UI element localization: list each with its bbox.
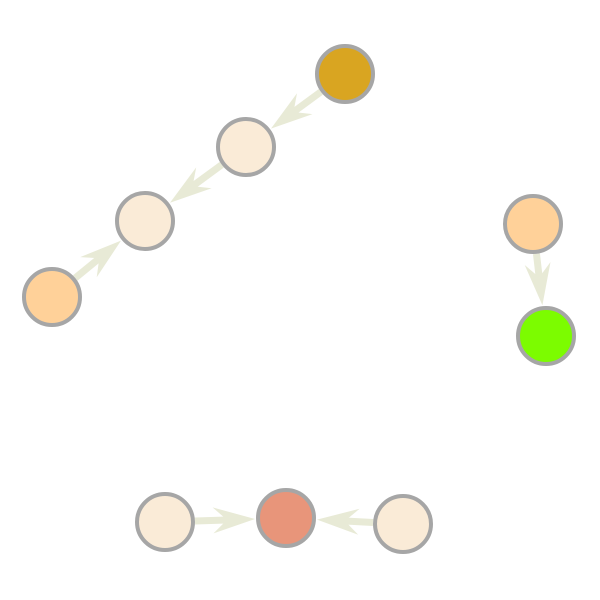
node-n4 [22, 267, 82, 327]
edge-line [344, 517, 374, 526]
arrowhead [524, 262, 551, 306]
edge-line [532, 253, 543, 278]
edges-layer [73, 88, 551, 535]
arrowhead [212, 507, 255, 534]
node-n6 [516, 306, 576, 366]
nodes-layer [22, 44, 576, 554]
edge-line [291, 88, 323, 115]
edge-line [190, 161, 224, 189]
node-n7 [135, 492, 195, 552]
node-n2 [216, 117, 276, 177]
edge-n4-n3 [73, 240, 121, 281]
node-n8 [256, 488, 316, 548]
edge-n7-n8 [194, 507, 255, 534]
node-n9 [373, 494, 433, 554]
arrowhead [317, 508, 360, 535]
node-n1 [315, 44, 375, 104]
arrowhead [80, 240, 121, 278]
edge-line [194, 516, 228, 525]
node-n3 [115, 191, 175, 251]
node-n5 [503, 194, 563, 254]
edge-line [73, 255, 102, 281]
edge-n2-n3 [170, 161, 224, 203]
arrowhead [271, 93, 313, 129]
arrowhead [170, 167, 212, 203]
edge-n1-n2 [271, 88, 323, 129]
edge-n5-n6 [524, 253, 551, 306]
edge-n9-n8 [317, 508, 374, 535]
